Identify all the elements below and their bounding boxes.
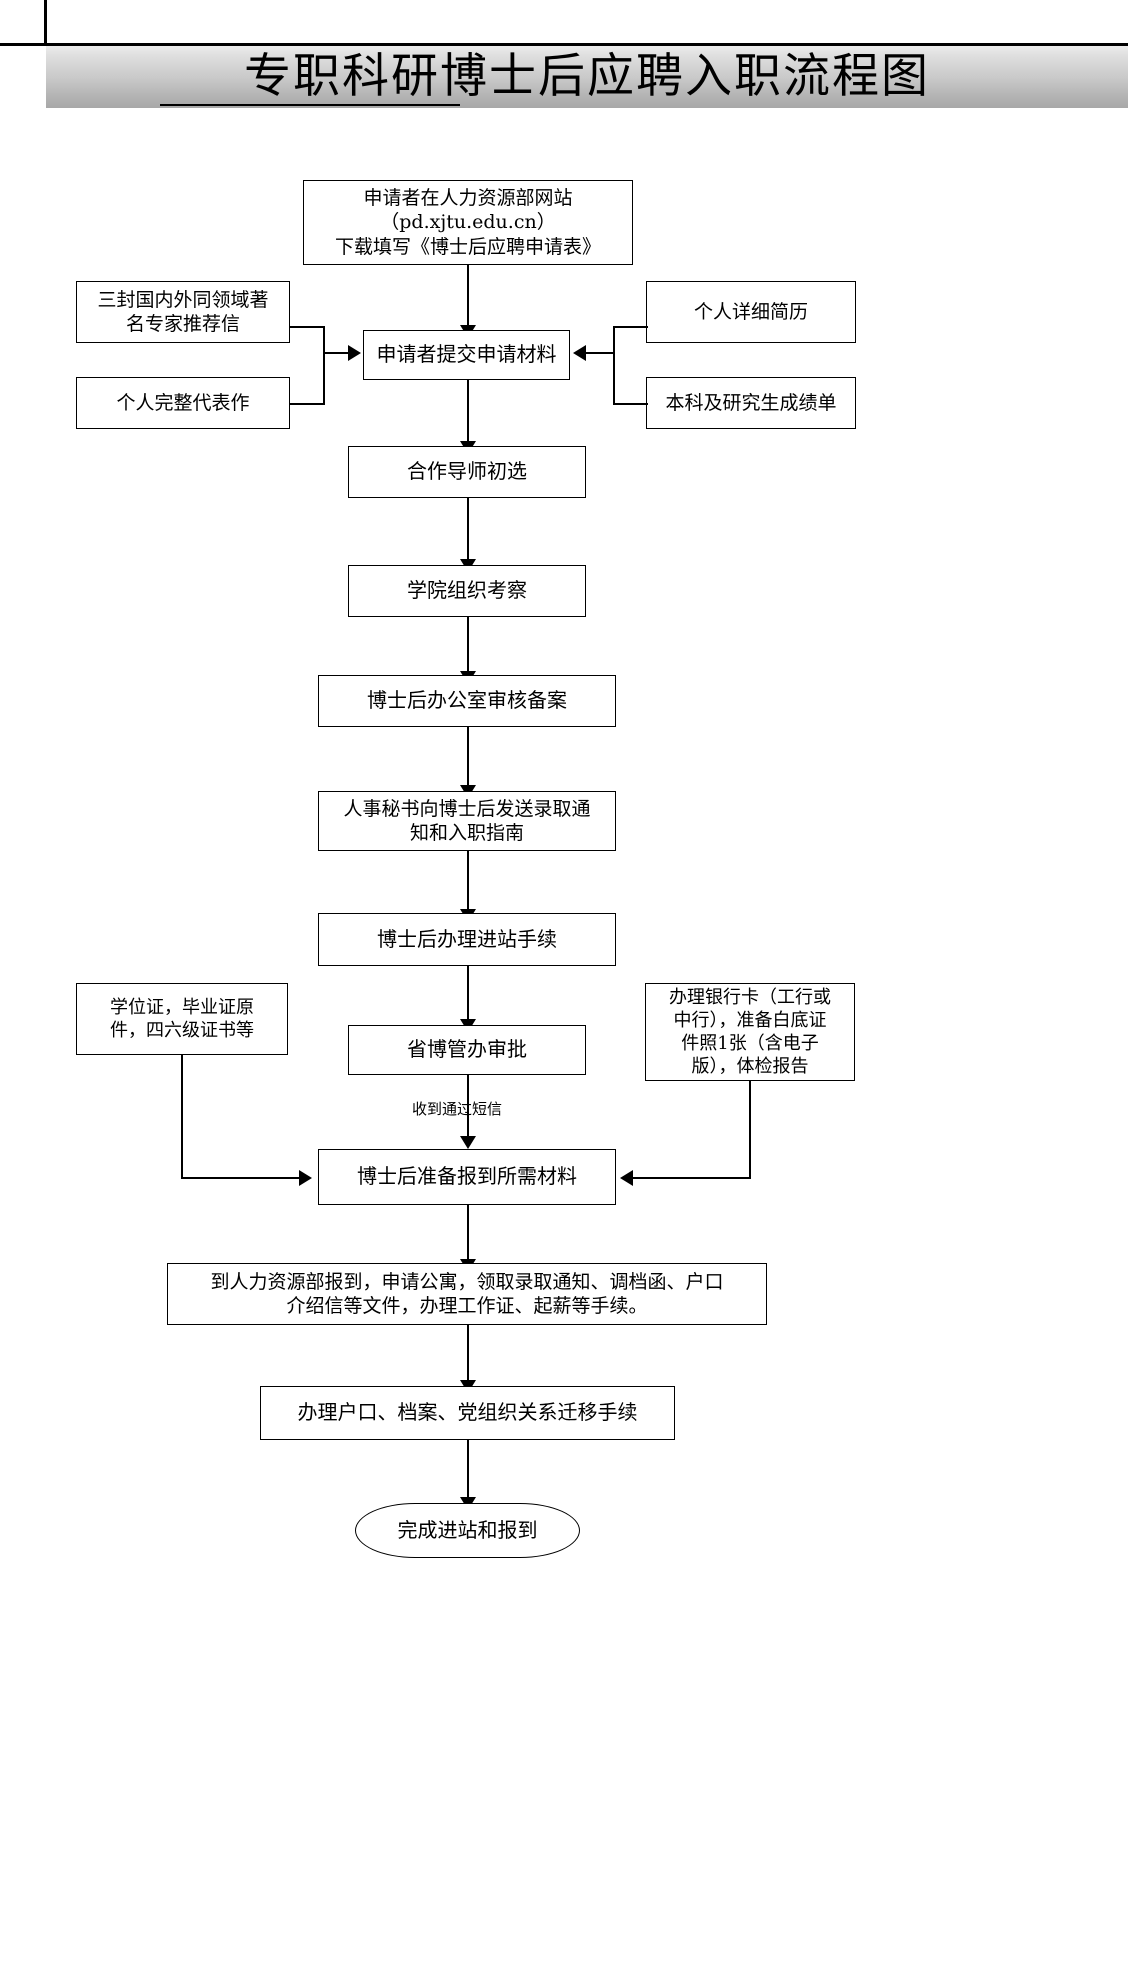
connector-household-to-finish	[467, 1440, 469, 1499]
arrowhead-certificates-to-prepare	[299, 1170, 312, 1186]
connector-report-to-household	[467, 1325, 469, 1382]
connector-right-bus-to-submit	[586, 352, 615, 354]
node-prepare-report-materials[interactable]: 博士后准备报到所需材料	[318, 1149, 616, 1205]
node-advisor-preselect[interactable]: 合作导师初选	[348, 446, 586, 498]
connector-cv-to-bus	[613, 326, 648, 328]
connector-applyform-to-submit	[467, 265, 469, 327]
connector-advisor-to-college	[467, 498, 469, 561]
node-detailed-cv[interactable]: 个人详细简历	[646, 281, 856, 343]
title-rule-vertical	[44, 0, 47, 46]
connector-prepare-to-report	[467, 1205, 469, 1261]
node-postdoc-office-record[interactable]: 博士后办公室审核备案	[318, 675, 616, 727]
connector-certificates-horizontal	[181, 1177, 300, 1179]
arrowhead-approval-to-prepare	[460, 1136, 476, 1149]
arrowhead-left-to-submit	[348, 345, 361, 361]
node-submit-materials[interactable]: 申请者提交申请材料	[363, 330, 570, 380]
connector-left-bus	[323, 326, 325, 405]
connector-secretary-to-entry	[467, 851, 469, 911]
node-report-to-hr[interactable]: 到人力资源部报到，申请公寓，领取录取通知、调档函、户口 介绍信等文件，办理工作证…	[167, 1263, 767, 1325]
node-apply-form[interactable]: 申请者在人力资源部网站 （pd.xjtu.edu.cn） 下载填写《博士后应聘申…	[303, 180, 633, 265]
connector-transcripts-to-bus	[613, 403, 648, 405]
node-household-transfer[interactable]: 办理户口、档案、党组织关系迁移手续	[260, 1386, 675, 1440]
connector-bankcard-vertical	[749, 1081, 751, 1178]
node-college-review[interactable]: 学院组织考察	[348, 565, 586, 617]
node-transcripts[interactable]: 本科及研究生成绩单	[646, 377, 856, 429]
node-bank-card[interactable]: 办理银行卡（工行或 中行），准备白底证 件照1张（含电子 版），体检报告	[645, 983, 855, 1081]
title-rule-horizontal	[0, 43, 1128, 46]
connector-approval-to-prepare	[467, 1075, 469, 1138]
node-recommend-letters[interactable]: 三封国内外同领域著 名专家推荐信	[76, 281, 290, 343]
connector-left-bus-to-submit	[323, 352, 350, 354]
connector-bankcard-horizontal	[633, 1177, 751, 1179]
connector-recommend-to-bus	[290, 326, 325, 328]
connector-office-to-secretary	[467, 727, 469, 787]
node-representative-works[interactable]: 个人完整代表作	[76, 377, 290, 429]
node-finish[interactable]: 完成进站和报到	[355, 1503, 580, 1558]
connector-right-bus	[613, 326, 615, 405]
arrowhead-bankcard-to-prepare	[620, 1170, 633, 1186]
title-banner	[46, 46, 1128, 108]
node-entry-procedures[interactable]: 博士后办理进站手续	[318, 913, 616, 966]
edge-label-sms-received: 收到通过短信	[412, 1100, 503, 1118]
node-hr-secretary-notice[interactable]: 人事秘书向博士后发送录取通 知和入职指南	[318, 791, 616, 851]
connector-submit-to-advisor	[467, 380, 469, 443]
node-certificates[interactable]: 学位证，毕业证原 件，四六级证书等	[76, 983, 288, 1055]
connector-entry-to-approval	[467, 966, 469, 1021]
connector-works-to-bus	[290, 403, 325, 405]
title-underline	[160, 104, 460, 106]
page-title: 专职科研博士后应聘入职流程图	[244, 48, 930, 104]
connector-certificates-vertical	[181, 1055, 183, 1178]
node-provincial-approval[interactable]: 省博管办审批	[348, 1025, 586, 1075]
connector-college-to-office	[467, 617, 469, 673]
arrowhead-right-to-submit	[573, 345, 586, 361]
